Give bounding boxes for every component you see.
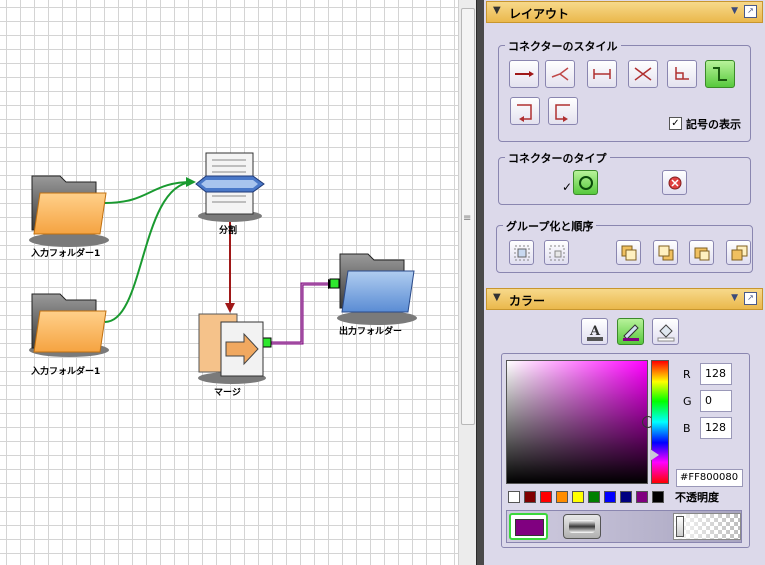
opacity-slider[interactable] <box>673 513 742 540</box>
connector-type-normal-button[interactable] <box>573 170 598 195</box>
hex-input[interactable]: #FF800080 <box>676 469 743 487</box>
layout-panel-title: レイアウト <box>509 7 570 21</box>
hue-slider-handle[interactable] <box>650 449 659 461</box>
line-color-button[interactable] <box>617 318 644 345</box>
gradient-color-button[interactable] <box>563 514 601 539</box>
connector-type-label: コネクターのタイプ <box>505 150 610 166</box>
panel-menu-chevron-icon[interactable]: ▼ <box>731 6 738 16</box>
style-loop-right-button[interactable] <box>548 97 578 125</box>
style-branch-button[interactable] <box>545 60 575 88</box>
merge-icon <box>198 313 266 384</box>
bring-forward-button[interactable] <box>653 240 678 265</box>
opacity-gradient <box>674 514 742 539</box>
node-label-split: 分割 <box>219 226 238 236</box>
node-label-input2: 入力フォルダー1 <box>31 367 101 377</box>
arrowhead-merge <box>225 303 235 313</box>
popout-icon[interactable]: ↗ <box>744 5 757 18</box>
color-swatch[interactable] <box>588 491 600 503</box>
g-label: G <box>683 395 692 408</box>
folder-icon-output <box>337 253 417 325</box>
layout-panel-header[interactable]: ▼ レイアウト ▼ ↗ <box>486 1 763 23</box>
r-label: R <box>683 368 691 381</box>
opacity-label: 不透明度 <box>675 491 719 504</box>
group-order-group: グループ化と順序 <box>496 218 753 273</box>
saturation-value-field[interactable] <box>506 360 654 484</box>
style-orthogonal-button[interactable] <box>587 60 617 88</box>
port-output-in <box>329 278 340 289</box>
arrowhead-split <box>186 177 196 187</box>
svg-text:A: A <box>589 324 601 339</box>
style-elbow-button[interactable] <box>667 60 697 88</box>
connector-input1-split <box>104 181 193 204</box>
style-step-button[interactable] <box>705 60 735 88</box>
style-straight-button[interactable] <box>509 60 539 88</box>
color-picker-frame <box>501 353 750 548</box>
b-input[interactable]: 128 <box>700 417 732 439</box>
selected-check-icon: ✓ <box>562 180 573 194</box>
group-button[interactable] <box>509 240 534 265</box>
gradient-preview <box>569 520 595 533</box>
connector-style-label: コネクターのスタイル <box>505 38 621 54</box>
group-order-label: グループ化と順序 <box>503 218 597 234</box>
send-to-back-button[interactable] <box>726 240 751 265</box>
split-icon <box>195 152 265 222</box>
grip-icon: ≡ <box>463 213 472 224</box>
opacity-slider-handle[interactable] <box>676 516 684 537</box>
show-symbols-checkbox[interactable]: ✓ <box>669 117 682 130</box>
color-panel-title: カラー <box>509 294 546 308</box>
collapse-triangle-icon[interactable]: ▼ <box>493 292 501 303</box>
scrollbar-thumb[interactable] <box>461 8 475 425</box>
connector-input2-split <box>104 181 193 323</box>
style-bezier-button[interactable] <box>628 60 658 88</box>
diagram-svg <box>29 152 417 384</box>
fill-color-button[interactable] <box>652 318 679 345</box>
connector-style-group: コネクターのスタイル <box>498 38 751 142</box>
color-swatch[interactable] <box>540 491 552 503</box>
popout-icon[interactable]: ↗ <box>744 292 757 305</box>
r-input[interactable]: 128 <box>700 363 732 385</box>
connector-type-invalid-button[interactable] <box>662 170 687 195</box>
color-swatch[interactable] <box>524 491 536 503</box>
color-swatch[interactable] <box>604 491 616 503</box>
collapse-triangle-icon[interactable]: ▼ <box>493 5 501 16</box>
send-backward-button[interactable] <box>689 240 714 265</box>
current-color-swatch <box>515 519 544 536</box>
color-swatch[interactable] <box>508 491 520 503</box>
color-swatch[interactable] <box>572 491 584 503</box>
b-label: B <box>683 422 691 435</box>
color-swatch[interactable] <box>636 491 648 503</box>
diagram-canvas[interactable]: 入力フォルダー1 入力フォルダー1 分割 マージ 出力フォルダー <box>0 0 458 565</box>
ungroup-button[interactable] <box>544 240 569 265</box>
color-panel-header[interactable]: ▼ カラー ▼ ↗ <box>486 288 763 310</box>
style-loop-left-button[interactable] <box>510 97 540 125</box>
connector-type-group: コネクターのタイプ <box>498 150 751 205</box>
show-symbols-label: 記号の表示 <box>686 118 741 131</box>
folder-icon-input1 <box>29 175 109 247</box>
bring-to-front-button[interactable] <box>616 240 641 265</box>
panel-menu-chevron-icon[interactable]: ▼ <box>731 293 738 303</box>
node-label-input1: 入力フォルダー1 <box>31 249 101 259</box>
color-swatch[interactable] <box>556 491 568 503</box>
hue-slider[interactable] <box>650 360 669 484</box>
color-swatch[interactable] <box>620 491 632 503</box>
canvas-vertical-scrollbar[interactable]: ≡ <box>458 0 476 565</box>
panel-splitter[interactable] <box>476 0 485 565</box>
node-label-merge: マージ <box>214 388 241 398</box>
node-label-output: 出力フォルダー <box>339 327 403 337</box>
g-input[interactable]: 0 <box>700 390 732 412</box>
connector-merge-output <box>271 282 328 345</box>
color-swatch[interactable] <box>652 491 664 503</box>
text-color-button[interactable]: A <box>581 318 608 345</box>
current-color-button[interactable] <box>509 513 548 540</box>
folder-icon-input2 <box>29 293 109 357</box>
